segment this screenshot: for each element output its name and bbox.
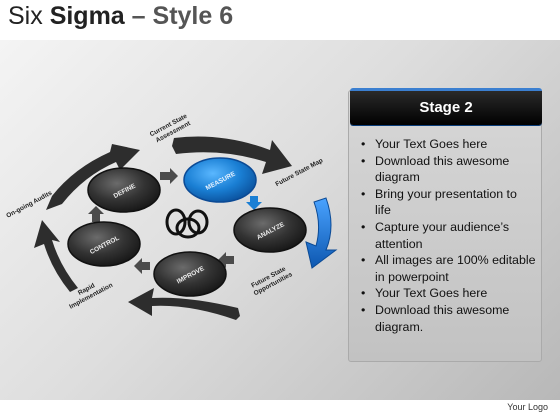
title-suffix: – Style 6 [131,2,234,30]
phase-node-analyze[interactable]: ANALYZE [233,207,307,253]
sigma-knot-icon [165,208,209,239]
bullet-item: Bring your presentation to life [358,186,536,219]
arrow-top-left [46,144,140,210]
arrow-left-up [34,220,78,292]
stage-header: Stage 2 [350,88,542,125]
arrow-bottom [128,288,240,320]
phase-node-define[interactable]: DEFINE [87,167,161,213]
arrow-measure-analyze [246,196,262,210]
logo-text: Your Logo [507,402,548,412]
bullet-item: Capture your audience’s attention [358,219,536,252]
bullet-item: All images are 100% editable in powerpoi… [358,252,536,285]
bullet-item: Your Text Goes here [358,285,536,302]
arrow-right-blue [305,197,338,269]
phase-node-improve[interactable]: IMPROVE [153,251,227,297]
phase-node-control[interactable]: CONTROL [67,221,141,267]
bullet-item: Download this awesome diagram [358,153,536,186]
page-title: Six Sigma – Style 6 [8,2,233,31]
phase-node-measure[interactable]: MEASURE [183,157,257,203]
title-bold: Sigma [49,2,125,30]
arrow-top-right [172,136,292,174]
label-future-state-opportunities: Future State Opportunities [249,264,294,297]
bullet-item: Your Text Goes here [358,136,536,153]
arrow-improve-control [134,258,150,274]
label-ongoing-audits: On-going Audits [5,190,53,220]
label-rapid-implementation: Rapid Implementation [65,275,114,311]
title-prefix: Six [8,2,43,30]
arrow-control-define [88,206,104,222]
stage-bullet-list: Your Text Goes here Download this awesom… [358,136,536,335]
arrow-define-measure [160,168,178,184]
bullet-item: Download this awesome diagram. [358,302,536,335]
